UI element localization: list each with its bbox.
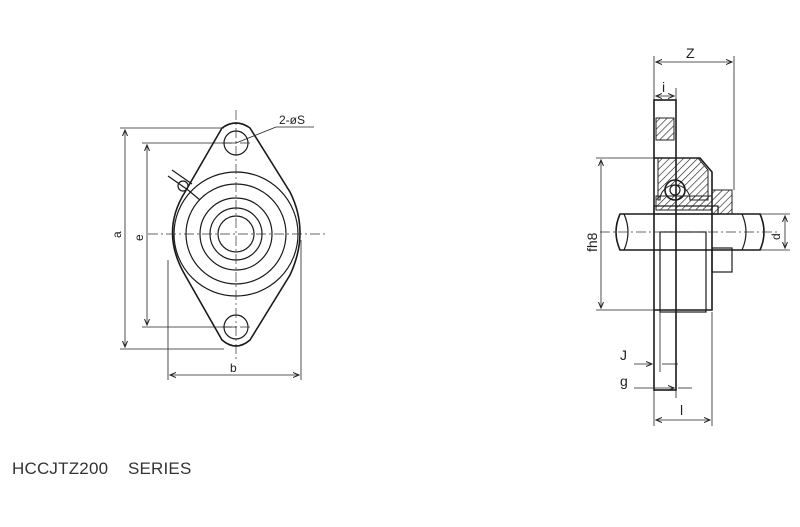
bearing-ball	[664, 179, 686, 201]
flange-outline	[171, 122, 301, 347]
hole-label: 2-øS	[279, 113, 305, 127]
dim-g-label: g	[620, 373, 628, 389]
bore-circle	[217, 215, 255, 253]
flange-top-section	[655, 117, 675, 141]
series-title: HCCJTZ200 SERIES	[12, 459, 192, 478]
dim-z-label: Z	[686, 45, 695, 61]
dim-a-label: a	[110, 231, 124, 238]
locking-screw	[711, 247, 733, 273]
flange-plate	[653, 99, 677, 391]
dim-j-label: J	[620, 347, 627, 363]
housing-lower	[659, 231, 707, 313]
dim-b-label: b	[230, 361, 237, 375]
front-view: 2-øS a e b	[110, 110, 326, 380]
dim-e-label: e	[132, 234, 146, 241]
set-collar	[711, 189, 733, 215]
side-view: Z i fh8 d J g l	[584, 45, 790, 426]
bearing-outer-ring	[199, 197, 273, 271]
bearing-section	[655, 195, 713, 211]
dim-l-label: l	[680, 402, 683, 418]
grease-fitting-icon	[167, 169, 201, 201]
dim-f-label: fh8	[584, 232, 600, 252]
dim-d-label: d	[769, 233, 783, 240]
dim-i-label: i	[662, 79, 665, 95]
